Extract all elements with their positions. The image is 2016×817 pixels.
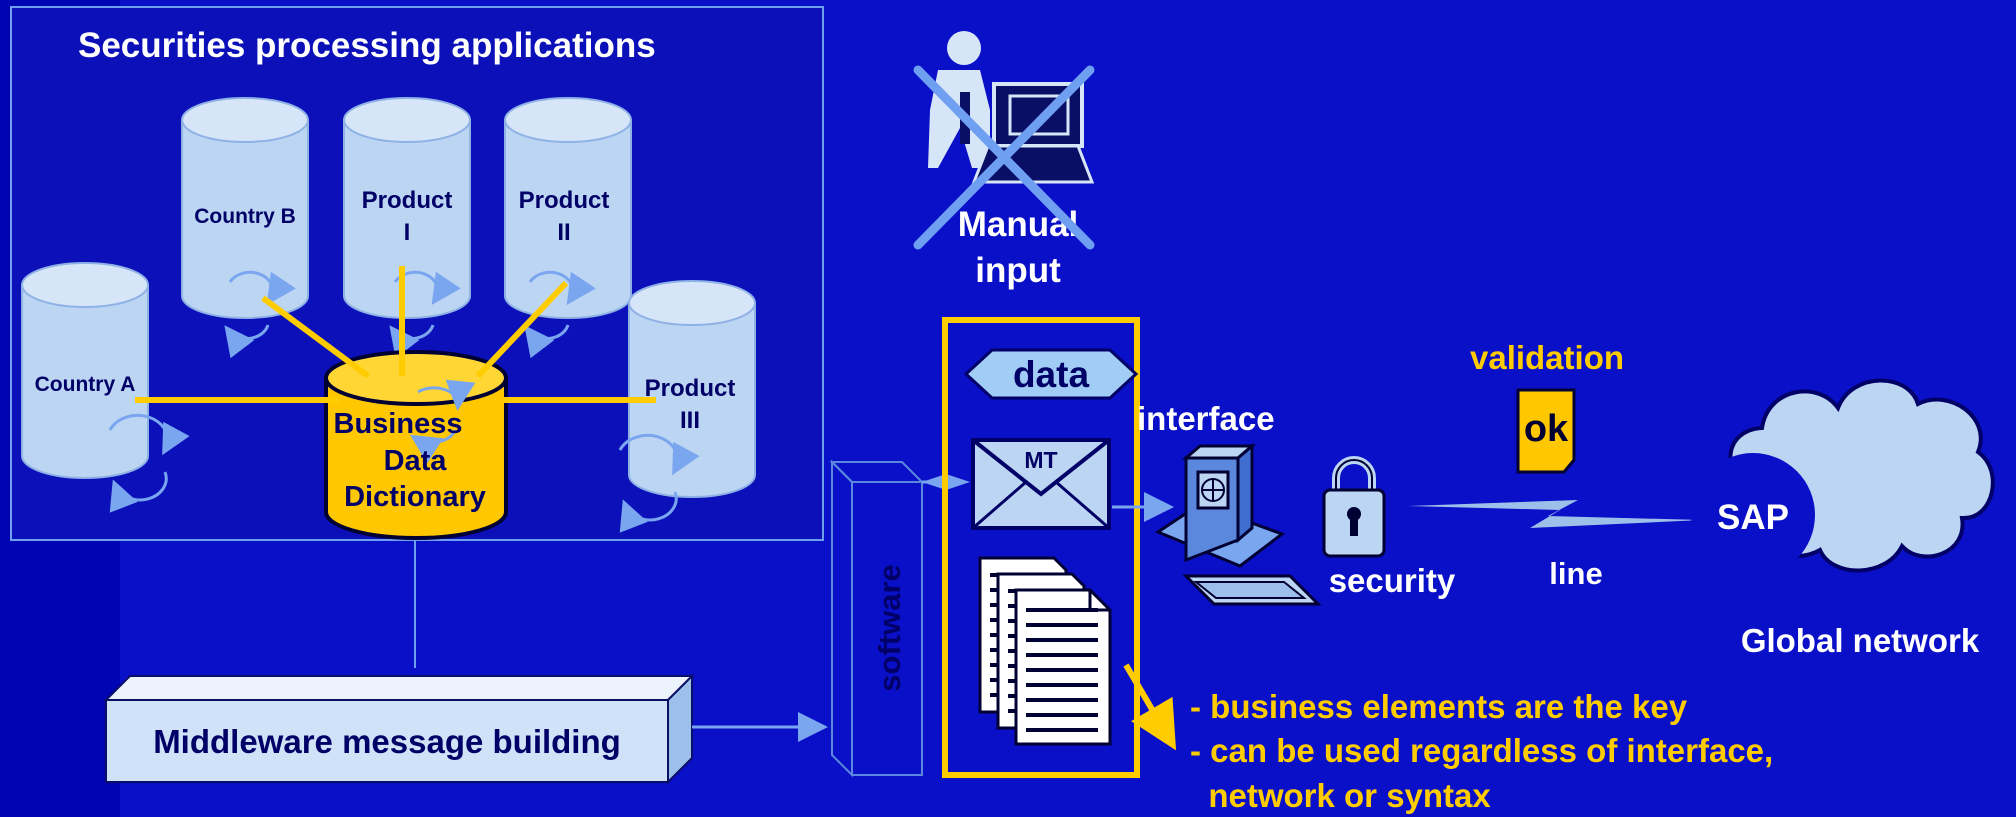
ok-label: ok xyxy=(1524,408,1569,450)
cycle-arrows xyxy=(108,270,700,533)
sap-node xyxy=(1691,453,1815,577)
cylinder-product-3: Product III xyxy=(628,280,756,498)
global-network-label: Global network xyxy=(1741,622,1980,659)
cylinder-country-b: Country B xyxy=(181,97,309,319)
manual-input-line2: input xyxy=(975,251,1061,290)
padlock-icon xyxy=(1322,456,1386,558)
cylinder-product-2: Product II xyxy=(504,97,632,319)
note-line-1: - business elements are the key xyxy=(1190,688,1688,725)
middleware-block: Middleware message building xyxy=(103,673,695,785)
security-label: security xyxy=(1329,562,1456,599)
dictionary-line2: Data xyxy=(384,445,448,477)
software-label: software xyxy=(872,564,907,691)
cylinder-country-a: Country A xyxy=(21,262,149,479)
mt-label: MT xyxy=(1024,447,1057,473)
notes-pointer-arrow xyxy=(1123,663,1177,751)
label-country-a: Country A xyxy=(35,373,136,396)
label-product-2-line1: Product xyxy=(519,187,610,214)
cylinder-product-1: Product I xyxy=(343,97,471,319)
ok-document-icon: ok xyxy=(1516,388,1576,474)
data-tag: data xyxy=(963,348,1139,400)
note-line-3: network or syntax xyxy=(1190,777,1491,814)
label-country-b: Country B xyxy=(194,205,296,228)
middleware-label: Middleware message building xyxy=(153,723,621,760)
computer-terminal-icon xyxy=(1154,442,1322,606)
mt-envelope-icon: MT xyxy=(971,438,1111,530)
panel-title: Securities processing applications xyxy=(78,26,656,65)
label-product-3-line2: III xyxy=(680,407,700,434)
data-tag-label: data xyxy=(1013,354,1090,395)
lightning-line xyxy=(1408,500,1702,528)
documents-icon xyxy=(978,556,1112,746)
label-product-2-line2: II xyxy=(557,219,570,246)
software-block: software xyxy=(829,459,925,778)
line-label: line xyxy=(1549,556,1602,591)
dictionary-line1: Business xyxy=(334,408,463,440)
label-product-1-line2: I xyxy=(404,219,411,246)
message-formats-box xyxy=(942,317,1140,778)
dictionary-links xyxy=(135,266,656,403)
label-product-1-line1: Product xyxy=(362,187,453,214)
note-line-2: - can be used regardless of interface, xyxy=(1190,732,1773,769)
label-product-3-line1: Product xyxy=(645,375,736,402)
sap-label: SAP xyxy=(1717,498,1789,537)
interface-label: interface xyxy=(1137,400,1275,437)
validation-label: validation xyxy=(1470,339,1624,376)
manual-input-cross-icon xyxy=(913,65,1095,250)
business-data-dictionary: Business Data Dictionary xyxy=(324,350,508,540)
dictionary-line3: Dictionary xyxy=(344,481,486,513)
